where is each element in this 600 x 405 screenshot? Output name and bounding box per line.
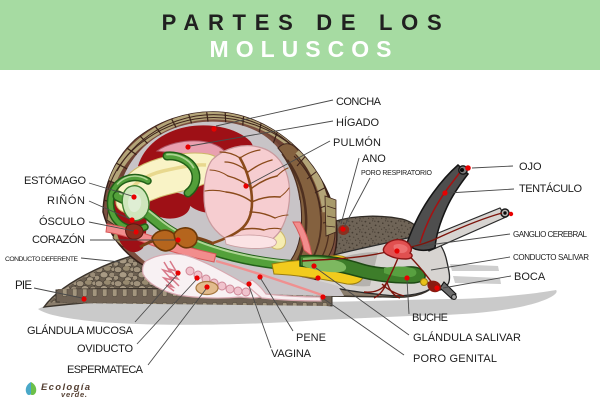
svg-text:CORAZÓN: CORAZÓN (32, 233, 85, 246)
svg-text:PIE: PIE (15, 280, 32, 292)
svg-text:OJO: OJO (519, 161, 542, 173)
svg-text:CONCHA: CONCHA (336, 96, 382, 108)
svg-text:verde.: verde. (61, 390, 87, 399)
svg-text:GANGLIO CEREBRAL: GANGLIO CEREBRAL (513, 230, 588, 239)
svg-text:PENE: PENE (296, 332, 326, 344)
svg-text:PARTES DE LOS: PARTES DE LOS (162, 10, 451, 35)
svg-text:VAGINA: VAGINA (271, 348, 312, 360)
svg-text:CONDUCTO DEFERENTE: CONDUCTO DEFERENTE (5, 256, 78, 263)
svg-text:ESTÓMAGO: ESTÓMAGO (24, 174, 86, 187)
svg-text:TENTÁCULO: TENTÁCULO (519, 182, 582, 195)
svg-text:GLÁNDULA MUCOSA: GLÁNDULA MUCOSA (27, 324, 134, 337)
svg-text:ESPERMATECA: ESPERMATECA (67, 364, 144, 376)
svg-text:HÍGADO: HÍGADO (336, 116, 379, 129)
svg-text:PORO GENITAL: PORO GENITAL (413, 353, 497, 365)
svg-text:OVIDUCTO: OVIDUCTO (77, 343, 133, 355)
svg-text:BOCA: BOCA (514, 271, 546, 283)
svg-text:RIÑÓN: RIÑÓN (47, 194, 85, 207)
svg-text:PORO RESPIRATORIO: PORO RESPIRATORIO (361, 170, 433, 177)
svg-text:CONDUCTO SALIVAR: CONDUCTO SALIVAR (513, 253, 589, 262)
svg-text:GLÁNDULA SALIVAR: GLÁNDULA SALIVAR (413, 331, 521, 344)
svg-text:ANO: ANO (362, 153, 386, 165)
svg-text:PULMÓN: PULMÓN (333, 136, 381, 149)
svg-text:BUCHE: BUCHE (412, 312, 448, 324)
svg-text:MOLUSCOS: MOLUSCOS (210, 36, 399, 62)
svg-text:Ecología: Ecología (41, 382, 90, 393)
svg-text:ÓSCULO: ÓSCULO (39, 215, 85, 228)
